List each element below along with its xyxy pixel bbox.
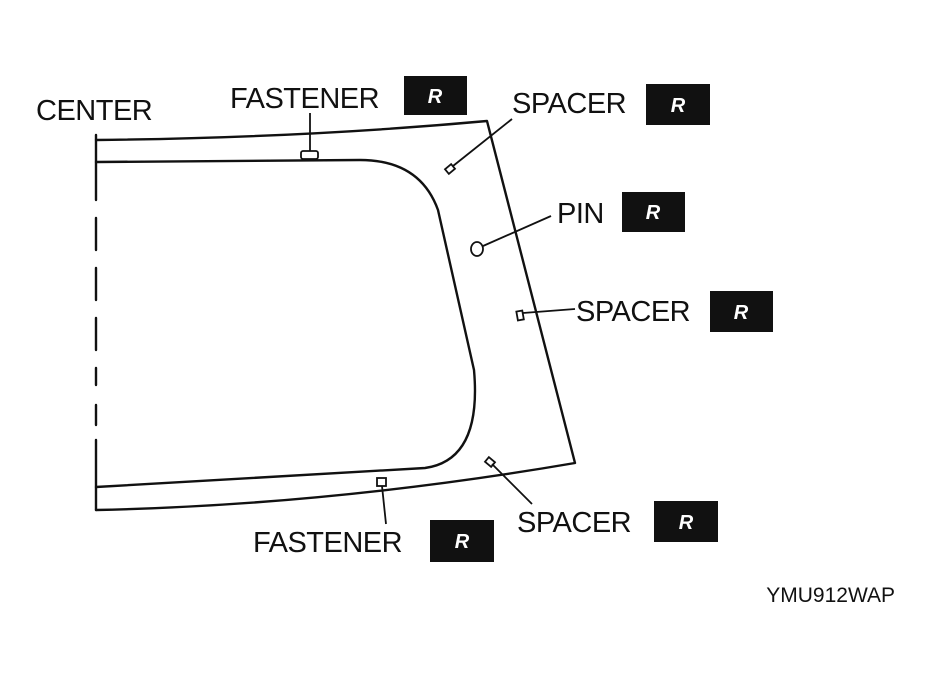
fastener-top-badge bbox=[404, 76, 467, 115]
center-label: CENTER bbox=[36, 95, 152, 127]
spacer-middle-part bbox=[515, 309, 525, 322]
leader-spacer-bottom bbox=[491, 463, 533, 505]
leader-lines bbox=[309, 113, 576, 525]
fastener-top-part bbox=[300, 150, 319, 160]
spacer-bottom-callout: SPACER R bbox=[517, 501, 718, 542]
spacer-top-badge bbox=[646, 84, 710, 125]
spacer-top-badge-letter: R bbox=[671, 95, 686, 117]
glass-inner-edge bbox=[94, 158, 477, 489]
fastener-bottom-badge bbox=[430, 520, 494, 562]
spacer-bottom-badge-letter: R bbox=[679, 512, 694, 534]
spacer-middle-label: SPACER bbox=[576, 296, 690, 328]
fastener-top-callout: FASTENER R bbox=[230, 76, 467, 115]
fastener-bottom-label: FASTENER bbox=[253, 527, 402, 559]
spacer-middle-badge-letter: R bbox=[734, 302, 749, 324]
fastener-bottom-part bbox=[376, 477, 387, 487]
glass-outer-edge bbox=[94, 119, 577, 512]
spacer-middle-callout: SPACER R bbox=[576, 291, 773, 332]
fastener-bottom-badge-letter: R bbox=[455, 531, 470, 553]
spacer-top-callout: SPACER R bbox=[512, 84, 710, 125]
spacer-bottom-badge bbox=[654, 501, 718, 542]
pin-part bbox=[470, 241, 484, 257]
leader-pin bbox=[482, 215, 552, 247]
fastener-top-badge-letter: R bbox=[428, 86, 443, 108]
parts bbox=[300, 150, 525, 487]
pin-label: PIN bbox=[557, 198, 604, 230]
spacer-bottom-label: SPACER bbox=[517, 507, 631, 539]
pin-callout: PIN R bbox=[557, 192, 685, 232]
pin-badge bbox=[622, 192, 685, 232]
pin-badge-letter: R bbox=[646, 202, 661, 224]
glass-panel bbox=[94, 119, 577, 512]
leader-spacer-middle bbox=[522, 308, 576, 314]
fastener-bottom-callout: FASTENER R bbox=[253, 520, 494, 562]
leader-fastener-bottom bbox=[381, 485, 387, 525]
spacer-top-part bbox=[443, 162, 457, 176]
spacer-top-label: SPACER bbox=[512, 88, 626, 120]
spacer-middle-badge bbox=[710, 291, 773, 332]
leader-spacer-top bbox=[452, 118, 513, 167]
fastener-top-label: FASTENER bbox=[230, 83, 379, 115]
figure-code: YMU912WAP bbox=[766, 584, 895, 607]
